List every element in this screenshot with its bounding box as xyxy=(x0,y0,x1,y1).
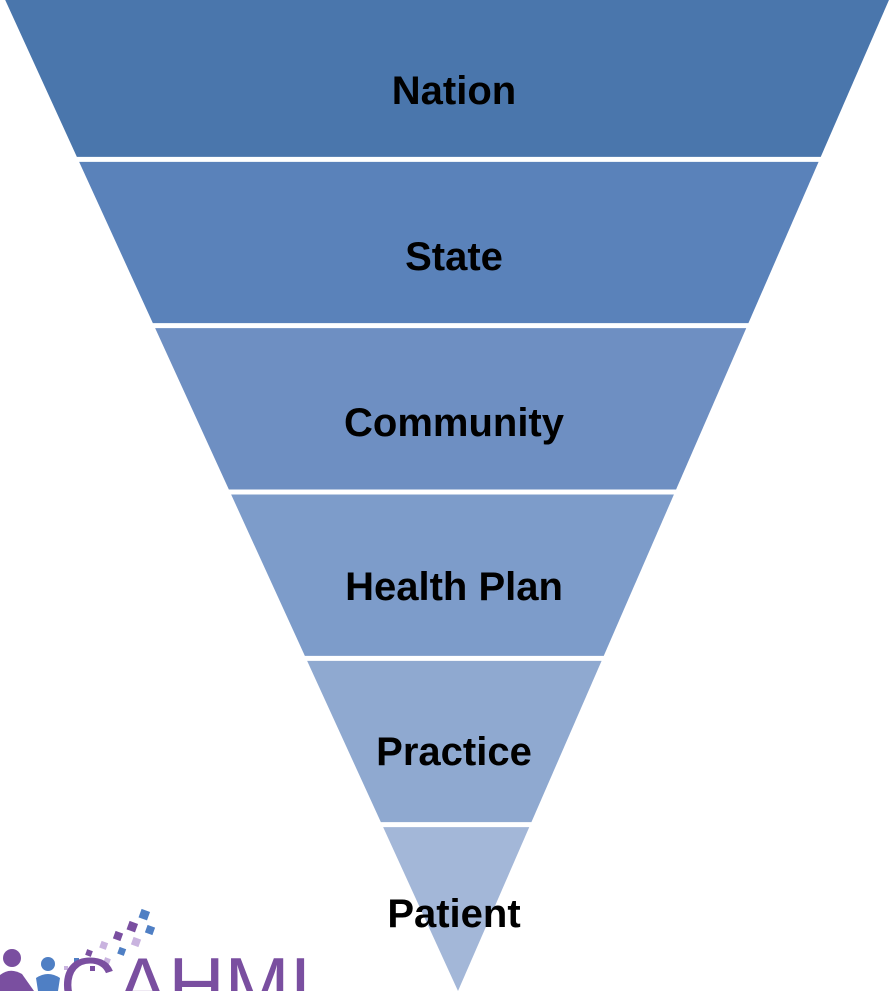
level-label-state: State xyxy=(405,235,503,279)
level-label-community: Community xyxy=(344,401,565,445)
pyramid-level-community xyxy=(155,328,747,490)
pyramid-level-practice xyxy=(307,660,602,823)
level-label-patient: Patient xyxy=(387,892,520,936)
level-label-health-plan: Health Plan xyxy=(345,565,563,609)
pyramid-level-nation xyxy=(5,0,889,157)
logo-pixel-icon xyxy=(0,908,156,991)
level-label-nation: Nation xyxy=(392,69,516,113)
pyramid-level-patient xyxy=(383,827,530,991)
pyramid-level-health-plan xyxy=(231,494,674,656)
cahmi-logo: CAHMI xyxy=(0,908,311,991)
level-label-practice: Practice xyxy=(376,730,532,774)
pyramid-level-state xyxy=(79,161,819,324)
logo-text: CAHMI xyxy=(60,941,311,991)
